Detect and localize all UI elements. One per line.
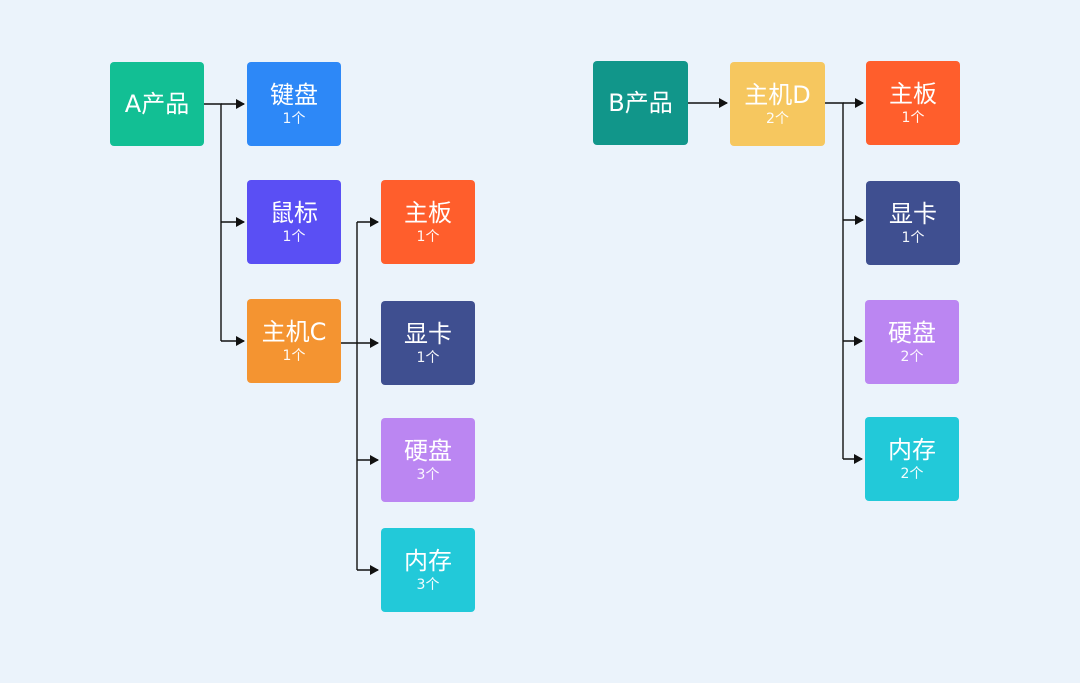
connector-a-product-trunk: [204, 103, 222, 341]
node-host-c-label: 主机C: [261, 317, 327, 346]
node-c-disk-label: 硬盘: [404, 436, 452, 465]
node-keyboard-count: 1个: [282, 110, 306, 127]
node-d-disk-count: 2个: [900, 348, 924, 365]
node-d-memory-count: 2个: [900, 465, 924, 482]
node-a-product: A产品: [110, 62, 204, 146]
node-d-memory-label: 内存: [888, 435, 936, 464]
node-host-d: 主机D 2个: [730, 62, 825, 146]
node-b-product: B产品: [593, 61, 688, 145]
node-c-gpu: 显卡 1个: [381, 301, 475, 385]
node-d-gpu-label: 显卡: [889, 199, 937, 228]
node-c-disk-count: 3个: [416, 466, 440, 483]
node-d-gpu-count: 1个: [901, 229, 925, 246]
node-host-c: 主机C 1个: [247, 299, 341, 383]
node-d-mainboard-count: 1个: [901, 109, 925, 126]
node-c-mainboard-count: 1个: [416, 228, 440, 245]
node-c-memory-count: 3个: [416, 576, 440, 593]
node-d-memory: 内存 2个: [865, 417, 959, 501]
node-d-disk: 硬盘 2个: [865, 300, 959, 384]
node-d-disk-label: 硬盘: [888, 318, 936, 347]
node-keyboard-label: 键盘: [270, 80, 318, 109]
node-c-gpu-label: 显卡: [404, 319, 452, 348]
node-d-mainboard-label: 主板: [889, 79, 937, 108]
node-c-memory: 内存 3个: [381, 528, 475, 612]
node-a-product-label: A产品: [124, 90, 190, 118]
node-c-mainboard: 主板 1个: [381, 180, 475, 264]
node-b-product-label: B产品: [608, 89, 673, 117]
node-c-memory-label: 内存: [404, 546, 452, 575]
node-host-d-count: 2个: [766, 110, 789, 127]
node-c-gpu-count: 1个: [416, 349, 440, 366]
connector-host-c-trunk: [341, 222, 358, 570]
node-c-disk: 硬盘 3个: [381, 418, 475, 502]
node-host-d-label: 主机D: [744, 80, 811, 109]
node-keyboard: 键盘 1个: [247, 62, 341, 146]
node-d-gpu: 显卡 1个: [866, 181, 960, 265]
node-d-mainboard: 主板 1个: [866, 61, 960, 145]
node-c-mainboard-label: 主板: [404, 198, 452, 227]
node-host-c-count: 1个: [282, 347, 306, 364]
node-mouse-label: 鼠标: [270, 198, 318, 227]
node-mouse-count: 1个: [282, 228, 306, 245]
connector-host-d-trunk: [825, 102, 844, 459]
node-mouse: 鼠标 1个: [247, 180, 341, 264]
